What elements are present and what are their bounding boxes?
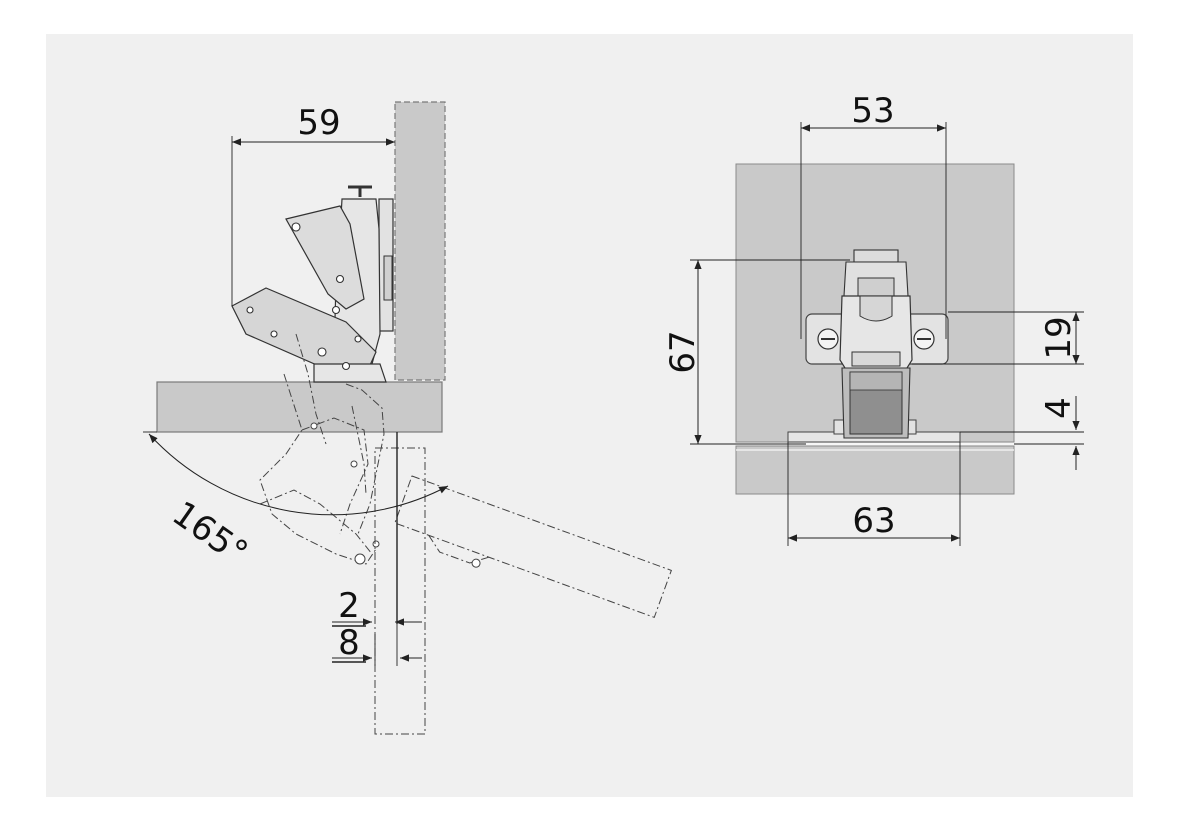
hinge-technical-drawing: 59 165° 2 8 [46, 34, 1133, 797]
hinge-cup-side [313, 363, 387, 383]
side-view: 59 165° 2 8 [143, 101, 672, 735]
dim-cup-depth-label: 67 [663, 330, 703, 373]
dimension-plate-width: 53 [800, 91, 947, 339]
dim-overlay-label: 59 [297, 103, 340, 143]
dimension-plate-offset: 4 [960, 396, 1084, 470]
dimension-cup-depth: 67 [663, 259, 850, 445]
dim-plate-height-label: 19 [1039, 316, 1079, 359]
hinge-swing-arm [231, 287, 377, 375]
dim-base-width-label: 63 [852, 501, 895, 541]
dimension-gap: 2 [332, 586, 422, 666]
dimension-door-offset: 8 [332, 623, 422, 663]
door-open-vertical [374, 447, 426, 735]
screw-icon [913, 328, 935, 350]
dimension-base-width: 63 [787, 442, 961, 546]
hinge-upper-lever [285, 205, 365, 310]
dim-offset-label: 8 [338, 623, 360, 663]
dimension-plate-height: 19 [912, 311, 1084, 365]
cabinet-side-panel [394, 101, 446, 381]
dim-plate-offset-label: 4 [1039, 397, 1079, 419]
dim-plate-width-label: 53 [851, 91, 894, 131]
screw-icon [817, 328, 839, 350]
front-view: 53 67 19 4 63 [663, 91, 1084, 546]
front-door [735, 445, 1015, 495]
pivot-points [246, 222, 362, 371]
door-closed [156, 381, 443, 433]
dimension-overlay: 59 [231, 103, 395, 306]
dim-gap-label: 2 [338, 586, 360, 626]
drawing-panel: 59 165° 2 8 [46, 34, 1133, 797]
adjustment-screw [348, 185, 372, 197]
